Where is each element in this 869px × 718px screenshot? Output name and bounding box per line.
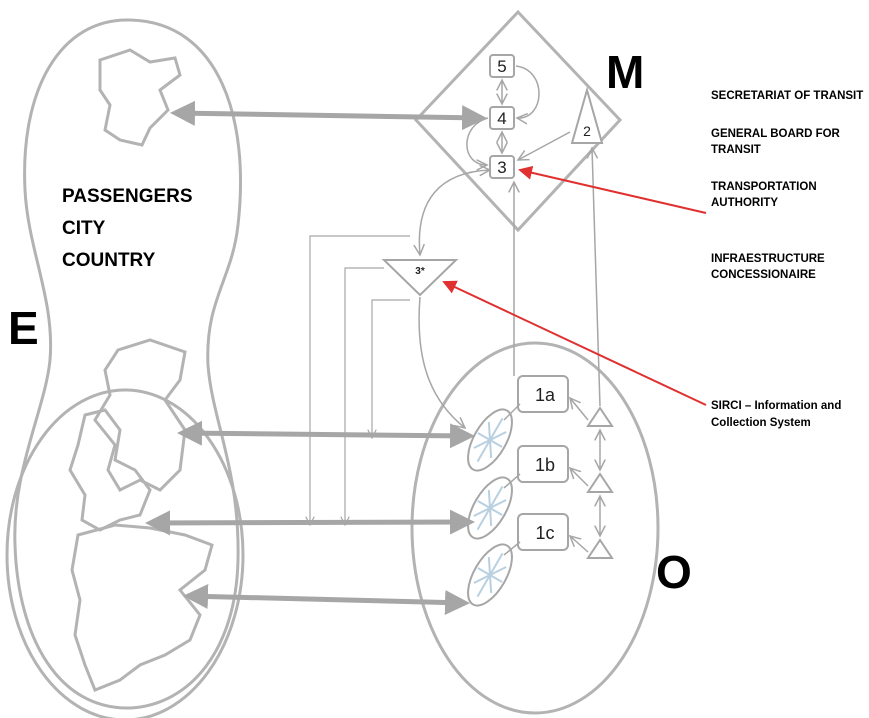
node-5-label: 5	[497, 57, 506, 76]
legend-secretariat: SECRETARIAT OF TRANSIT	[711, 90, 863, 102]
node-1a-box	[517, 375, 569, 413]
city-label: CITY	[62, 218, 106, 239]
node-4-box	[489, 106, 515, 130]
passengers-label: PASSENGERS	[62, 186, 193, 207]
node-3-label: 3	[497, 158, 506, 177]
legend-authority-line2: AUTHORITY	[711, 197, 778, 209]
node-5-box	[489, 54, 515, 78]
legend-infra-line1: INFRAESTRUCTURE	[711, 253, 825, 265]
country-map-shape-middle	[68, 408, 152, 532]
bus-icon-1c	[467, 543, 513, 607]
letter-e: E	[8, 302, 39, 354]
node-1a-label: 1a	[535, 385, 556, 405]
node-1b-box	[517, 445, 569, 483]
passengers-outline	[13, 18, 242, 710]
infra-triangle-3	[586, 538, 614, 559]
country-map-shape-north	[93, 338, 187, 492]
country-ellipse	[5, 388, 245, 718]
node-1c-box	[517, 513, 569, 551]
legend-general-board-line2: TRANSIT	[711, 144, 761, 156]
legend-authority-line1: TRANSPORTATION	[711, 181, 817, 193]
infra-triangle-1	[586, 406, 614, 427]
country-map-shape-south	[70, 523, 214, 692]
letter-o: O	[656, 546, 692, 598]
node-3star-triangle	[381, 259, 459, 297]
red-arrow-sirci	[442, 280, 707, 406]
management-diamond	[413, 9, 623, 233]
node-4-label: 4	[497, 109, 506, 128]
red-arrow-authority	[518, 165, 707, 214]
node-3star-label: 3*	[415, 266, 425, 277]
legend-sirci-line2: Collection System	[711, 417, 811, 429]
bus-icon-1a	[467, 408, 513, 472]
node-1c-label: 1c	[535, 523, 554, 543]
bus-icon-1b	[467, 476, 513, 540]
letter-m: M	[606, 46, 644, 98]
legend-sirci-line1: SIRCI – Information and	[711, 400, 841, 412]
city-map-shape	[98, 48, 182, 147]
node-2-triangle	[570, 86, 604, 144]
node-1b-label: 1b	[535, 455, 555, 475]
country-label: COUNTRY	[62, 250, 156, 271]
infra-triangle-2	[586, 472, 614, 493]
legend-infra-line2: CONCESSIONAIRE	[711, 269, 816, 281]
node-2-label: 2	[583, 123, 591, 139]
legend-general-board-line1: GENERAL BOARD FOR	[711, 128, 841, 140]
